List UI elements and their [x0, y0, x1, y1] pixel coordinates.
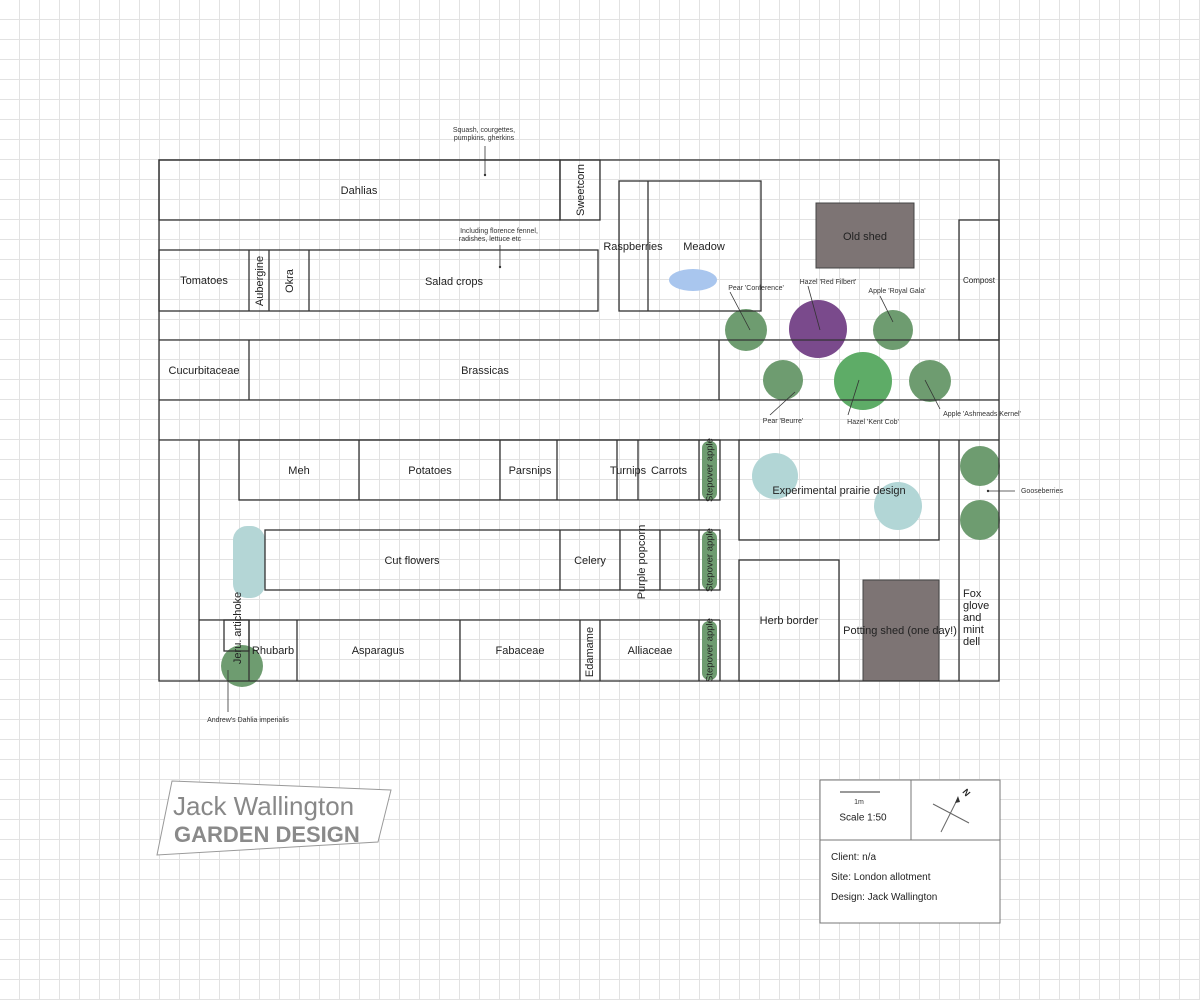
tree-hazel-red-filbert [789, 300, 847, 358]
dahlia-imperialis [221, 645, 263, 687]
bed-raspberries: Raspberries [603, 241, 663, 253]
bed-okra: Okra [284, 268, 296, 293]
site-text: Site: London allotment [831, 872, 931, 883]
bed-asparagus: Asparagus [352, 645, 405, 657]
bed-sweetcorn: Sweetcorn [575, 164, 587, 216]
scale-bar-label: 1m [854, 799, 864, 806]
squash-note: Squash, courgettes, [453, 127, 515, 134]
tree-apple-ashmeads [909, 360, 951, 402]
bed-rhubarb: Rhubarb [252, 645, 294, 657]
bed-prairie: Experimental prairie design [772, 485, 905, 497]
plantings [221, 202, 1000, 687]
pond [669, 269, 717, 291]
bed-fabaceae: Fabaceae [496, 645, 545, 657]
bed-popcorn: Purple popcorn [636, 525, 648, 600]
tree-apple-royal-gala [873, 310, 913, 350]
bed-compost: Compost [963, 276, 996, 285]
salad-note: radishes, lettuce etc [459, 236, 522, 243]
label-apple-ashmeads: Apple 'Ashmeads Kernel' [943, 411, 1021, 418]
bed-dahlias: Dahlias [341, 185, 378, 197]
bed-brassicas: Brassicas [461, 365, 509, 377]
prairie-plant [752, 453, 798, 499]
prairie-plant [874, 482, 922, 530]
bed-stepover: Stepover apple [705, 438, 716, 502]
bed-herb: Herb border [760, 615, 819, 627]
logo: Jack Wallington GARDEN DESIGN [156, 780, 392, 856]
label-hazel-kent: Hazel 'Kent Cob' [847, 419, 899, 426]
tree-hazel-kent-cob [834, 352, 892, 410]
bed-aubergine: Aubergine [254, 256, 266, 306]
bed-turnips: Turnips [610, 465, 647, 477]
bed-cucurbitaceae: Cucurbitaceae [169, 365, 240, 377]
design-text: Design: Jack Wallington [831, 892, 937, 903]
gooseberry-bush [960, 500, 1000, 540]
svg-text:glove: glove [963, 600, 989, 612]
potting-shed-label: Potting shed (one day!) [843, 625, 957, 637]
stepover-apple [702, 621, 717, 680]
bed-meh: Meh [288, 465, 309, 477]
logo-name: Jack Wallington [173, 791, 354, 821]
label-pear-conference: Pear 'Conference' [728, 285, 784, 292]
annotations: Squash, courgettes, pumpkins, gherkins I… [207, 127, 1063, 724]
title-block: 1m Scale 1:50 N Client: n/a Site: London… [819, 779, 1001, 924]
bed-celery: Celery [574, 555, 606, 567]
svg-text:dell: dell [963, 636, 980, 648]
client-text: Client: n/a [831, 852, 876, 863]
dahlia-imperialis-note: Andrew's Dahlia imperialis [207, 717, 289, 724]
bed-outlines [158, 159, 1000, 682]
scale-label: Scale 1:50 [839, 813, 887, 824]
bed-stepover: Stepover apple [705, 528, 716, 592]
svg-text:Fox: Fox [963, 588, 982, 600]
squash-note: pumpkins, gherkins [454, 135, 515, 142]
bed-potatoes: Potatoes [408, 465, 452, 477]
bed-stepover: Stepover apple [705, 618, 716, 682]
svg-text:and: and [963, 612, 981, 624]
bed-carrots: Carrots [651, 465, 688, 477]
tree-pear-beurre [763, 360, 803, 400]
bed-meadow: Meadow [683, 241, 725, 253]
salad-note: Including florence fennel, [460, 228, 538, 235]
svg-text:N: N [960, 787, 972, 798]
bed-alliaceae: Alliaceae [628, 645, 673, 657]
label-apple-gala: Apple 'Royal Gala' [868, 288, 925, 295]
svg-text:mint: mint [963, 624, 984, 636]
bed-labels: Dahlias Sweetcorn Tomatoes Aubergine Okr… [169, 164, 996, 682]
bed-salad: Salad crops [425, 276, 484, 288]
gooseberries-note: Gooseberries [1021, 488, 1064, 495]
bed-tomatoes: Tomatoes [180, 275, 228, 287]
bed-jeru-artichoke: Jeru. artichoke [232, 592, 244, 664]
tree-pear-conference [725, 309, 767, 351]
logo-tagline: GARDEN DESIGN [174, 822, 360, 847]
gooseberry-bush [960, 446, 1000, 486]
bed-foxglove: Fox glove and mint dell [963, 588, 989, 648]
bed-edamame: Edamame [584, 627, 596, 677]
artichoke-plants [233, 526, 265, 598]
bed-parsnips: Parsnips [509, 465, 552, 477]
label-hazel-red: Hazel 'Red Filbert' [800, 279, 857, 286]
old-shed-label: Old shed [843, 231, 887, 243]
north-arrow-icon: N [932, 787, 972, 833]
old-shed [815, 202, 915, 269]
stepover-apple [702, 531, 717, 590]
tree-labels: Pear 'Conference' Hazel 'Red Filbert' Ap… [728, 279, 1021, 426]
potting-shed [862, 579, 940, 682]
stepover-apple [702, 441, 717, 500]
bed-cut-flowers: Cut flowers [384, 555, 440, 567]
label-pear-beurre: Pear 'Beurre' [763, 418, 803, 425]
